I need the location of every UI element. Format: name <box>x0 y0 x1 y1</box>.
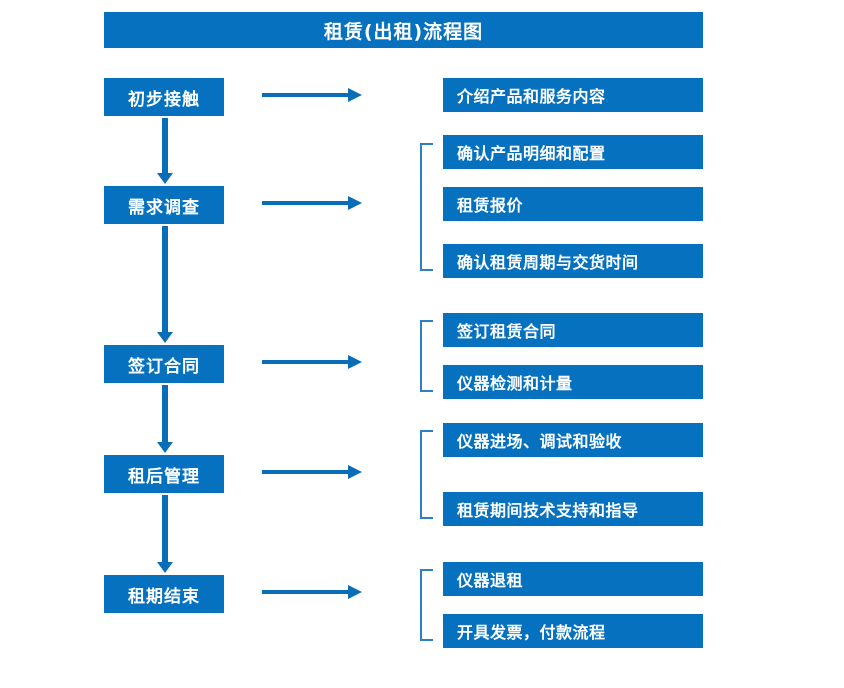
arrow-shaft <box>262 360 350 364</box>
arrow-head <box>157 442 173 453</box>
arrow-shaft <box>162 118 168 173</box>
task-box[interactable]: 租赁报价 <box>443 187 703 221</box>
right-arrow-icon <box>262 355 362 369</box>
stage-box[interactable]: 租后管理 <box>104 455 224 493</box>
arrow-shaft <box>262 590 350 594</box>
stage-box[interactable]: 签订合同 <box>104 345 224 383</box>
page-title: 租赁(出租)流程图 <box>104 12 703 48</box>
arrow-head <box>348 196 362 210</box>
right-arrow-icon <box>262 465 362 479</box>
arrow-head <box>348 88 362 102</box>
bracket-endlease-group <box>420 569 433 641</box>
down-arrow-icon <box>157 495 173 573</box>
task-box[interactable]: 介绍产品和服务内容 <box>443 78 703 112</box>
arrow-shaft <box>162 385 168 442</box>
right-arrow-icon <box>262 88 362 102</box>
down-arrow-icon <box>157 385 173 453</box>
task-box[interactable]: 租赁期间技术支持和指导 <box>443 492 703 526</box>
task-box[interactable]: 开具发票，付款流程 <box>443 614 703 648</box>
arrow-head <box>157 173 173 184</box>
arrow-shaft <box>262 470 350 474</box>
arrow-shaft <box>262 201 350 205</box>
right-arrow-icon <box>262 585 362 599</box>
task-box[interactable]: 仪器进场、调试和验收 <box>443 423 703 457</box>
bracket-contract-group <box>420 320 433 392</box>
arrow-shaft <box>262 93 350 97</box>
arrow-shaft <box>162 226 168 332</box>
arrow-head <box>348 355 362 369</box>
down-arrow-icon <box>157 118 173 184</box>
stage-box[interactable]: 租期结束 <box>104 575 224 613</box>
down-arrow-icon <box>157 226 173 343</box>
task-box[interactable]: 确认产品明细和配置 <box>443 135 703 169</box>
arrow-head <box>348 585 362 599</box>
stage-box[interactable]: 需求调查 <box>104 186 224 224</box>
right-arrow-icon <box>262 196 362 210</box>
arrow-head <box>157 562 173 573</box>
bracket-aftercare-group <box>420 430 433 519</box>
task-box[interactable]: 仪器退租 <box>443 562 703 596</box>
arrow-shaft <box>162 495 168 562</box>
stage-box[interactable]: 初步接触 <box>104 78 224 116</box>
task-box[interactable]: 签订租赁合同 <box>443 313 703 347</box>
task-box[interactable]: 仪器检测和计量 <box>443 365 703 399</box>
task-box[interactable]: 确认租赁周期与交货时间 <box>443 244 703 278</box>
arrow-head <box>157 332 173 343</box>
arrow-head <box>348 465 362 479</box>
bracket-requirements-group <box>420 143 433 271</box>
